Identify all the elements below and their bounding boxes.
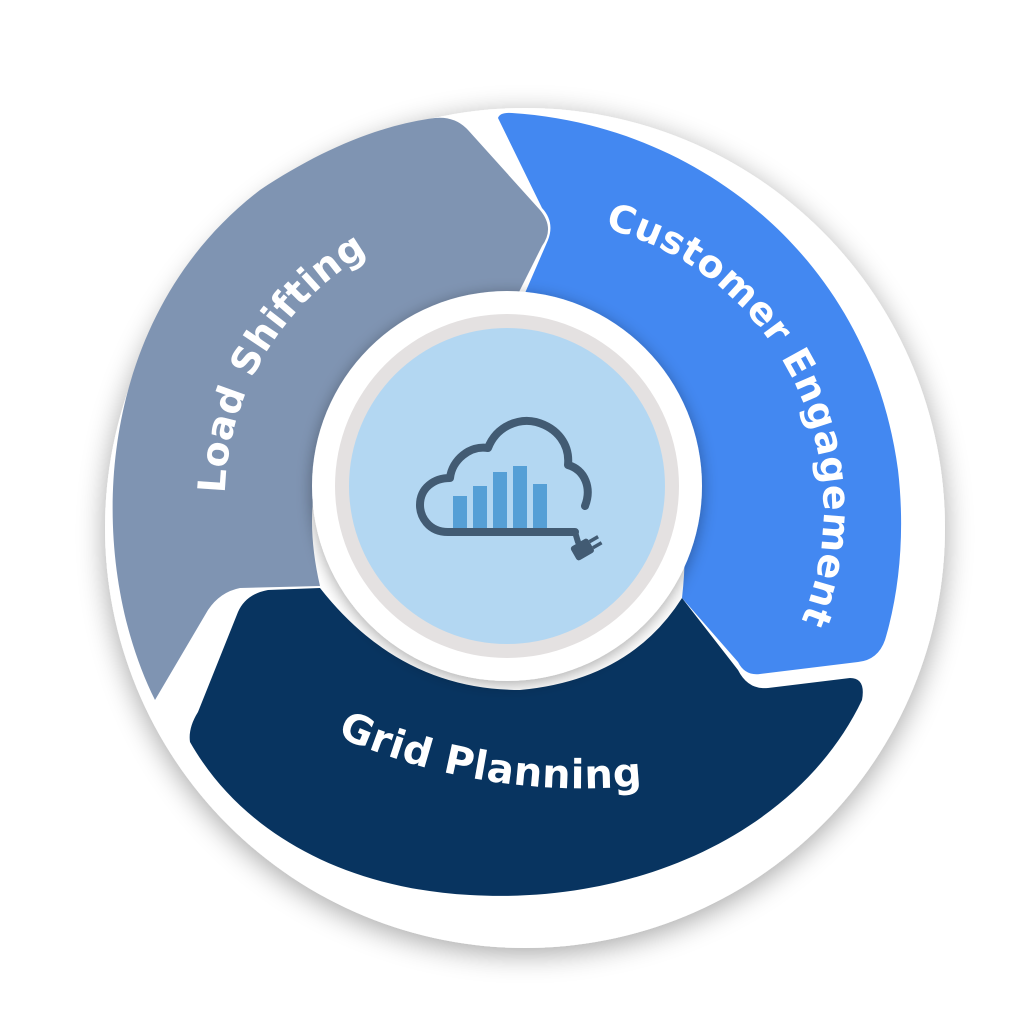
bar-5 <box>533 484 547 528</box>
plug-icon <box>570 535 603 561</box>
bar-3 <box>493 472 507 528</box>
cloud-bar-chart-plug-icon <box>416 417 603 561</box>
bar-2 <box>473 486 487 528</box>
plug-cord <box>572 529 581 545</box>
segment-customer-engagement <box>498 112 902 675</box>
cloud-outline <box>416 417 592 536</box>
bar-1 <box>453 496 467 528</box>
bar-4 <box>513 466 527 528</box>
segment-grid-planning <box>189 588 863 896</box>
